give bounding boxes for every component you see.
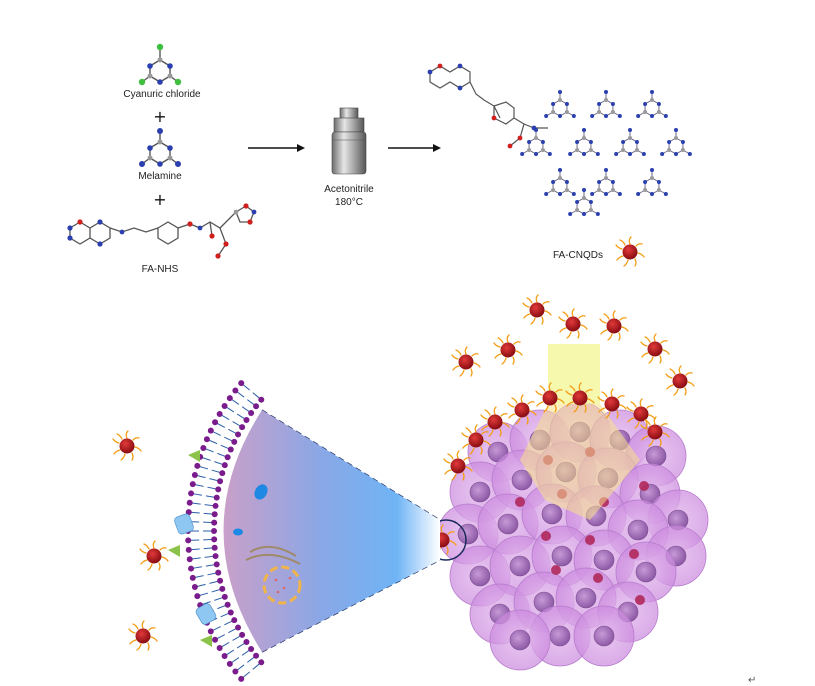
fa-nhs-label: FA-NHS [142,264,179,275]
irradiation-light-beam [520,344,640,520]
magnified-cell-section [168,380,440,682]
reaction-arrow-1 [248,144,305,152]
corner-return-mark: ↵ [748,675,756,686]
fa-nhs-molecule [67,203,257,259]
temperature-label: 180°C [335,197,363,208]
fa-cnqds-structure [427,63,692,216]
cyanuric-chloride-molecule [138,43,182,86]
plus-sign-2: + [153,190,166,209]
quantum-dot-legend-icon [615,236,645,267]
organelle-icons [233,484,302,605]
lipid-bilayer-membrane [185,380,265,682]
folate-receptor-icons [168,450,212,647]
plus-sign-1: + [153,107,166,126]
autoclave-reactor-icon [331,107,367,175]
reaction-arrow-2 [388,144,441,152]
melamine-molecule [139,128,181,167]
transmembrane-protein-icons [174,513,217,625]
fa-cnqds-label: FA-CNQDs [553,250,603,261]
cyanuric-chloride-label: Cyanuric chloride [123,89,201,100]
solvent-label: Acetonitrile [324,184,374,195]
melamine-label: Melamine [138,171,182,182]
